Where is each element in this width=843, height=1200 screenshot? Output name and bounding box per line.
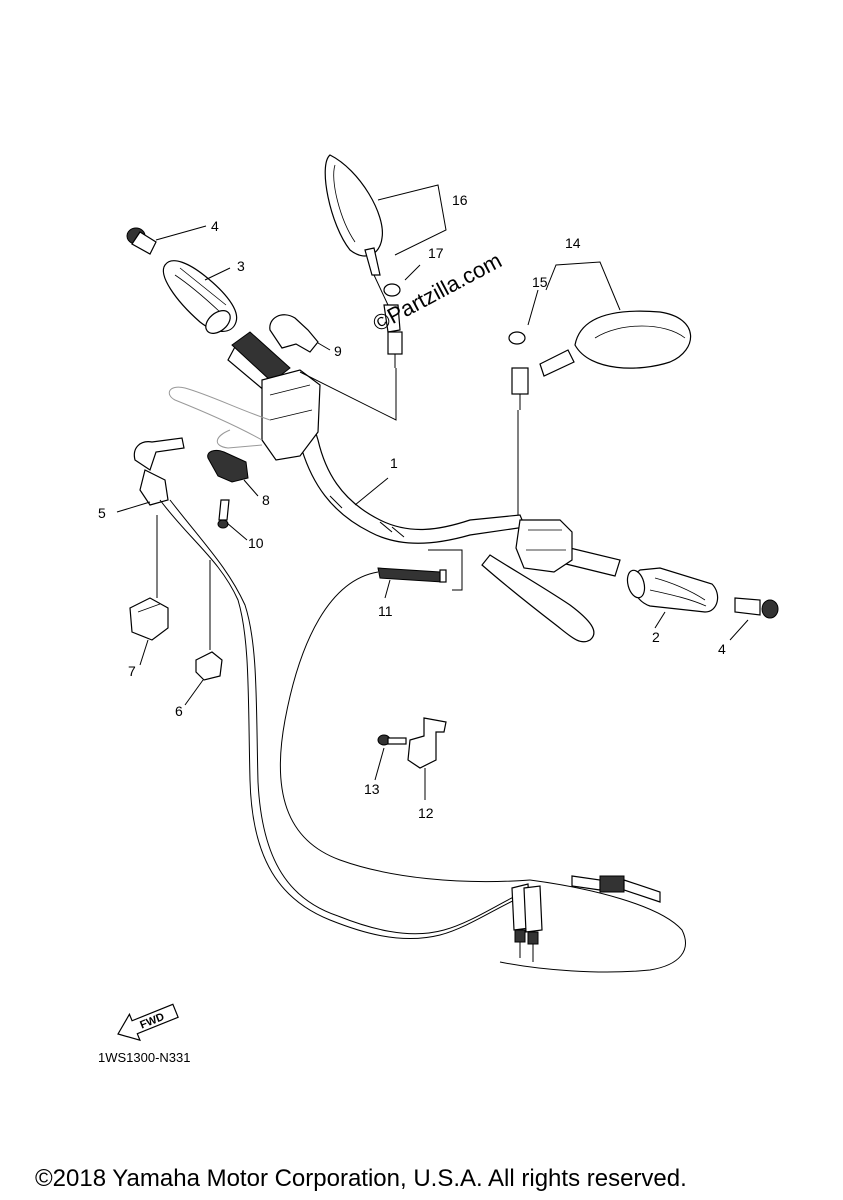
cable-end-fitting[interactable] [571,875,661,903]
bracket-12[interactable] [407,717,447,769]
left-bar-end-weight[interactable] [126,227,157,255]
mirror-nut-15[interactable] [508,331,526,345]
lever-holder-9[interactable] [269,314,319,353]
callout-7: 7 [128,663,136,679]
right-handlebar-switch[interactable] [515,519,573,573]
callout-12: 12 [418,805,434,821]
left-grip[interactable] [162,260,238,338]
callout-15: 15 [532,274,548,290]
reference-code: 1WS1300-N331 [98,1050,191,1065]
brake-lever[interactable] [481,554,595,643]
callout-10: 10 [248,535,264,551]
callout-16: 16 [452,192,468,208]
forward-arrow-icon: FWD [117,1003,179,1042]
callout-6: 6 [175,703,183,719]
right-grip[interactable] [625,567,719,613]
left-handlebar-switch[interactable] [261,369,321,461]
callout-13: 13 [364,781,380,797]
copyright-notice: ©2018 Yamaha Motor Corporation, U.S.A. A… [35,1165,687,1192]
callout-14: 14 [565,235,581,251]
callout-9: 9 [334,343,342,359]
callout-1: 1 [390,455,398,471]
lever-holder-8[interactable] [207,449,249,483]
fwd-label: FWD [138,1011,166,1032]
right-bar-end-weight[interactable] [734,597,779,619]
left-mirror[interactable] [324,154,403,368]
bolt-13[interactable] [377,734,407,746]
handlebar[interactable] [227,331,621,577]
clutch-cable[interactable] [279,567,686,973]
callout-11: 11 [378,603,393,619]
callout-8: 8 [262,492,270,508]
cable-clamp-7[interactable] [129,597,169,641]
callout-2: 2 [652,629,660,645]
mirror-nut-17[interactable] [383,283,401,297]
cable-adjusters[interactable] [511,883,543,962]
callout-4-right: 4 [718,641,726,657]
screw-10[interactable] [217,499,230,529]
callout-17: 17 [428,245,444,261]
callout-5: 5 [98,505,106,521]
cable-clamp-6[interactable] [195,651,223,681]
right-mirror[interactable] [511,310,692,410]
throttle-cables[interactable] [133,437,535,940]
callout-4-left: 4 [211,218,219,234]
callout-3: 3 [237,258,245,274]
clutch-lever[interactable] [168,386,271,449]
